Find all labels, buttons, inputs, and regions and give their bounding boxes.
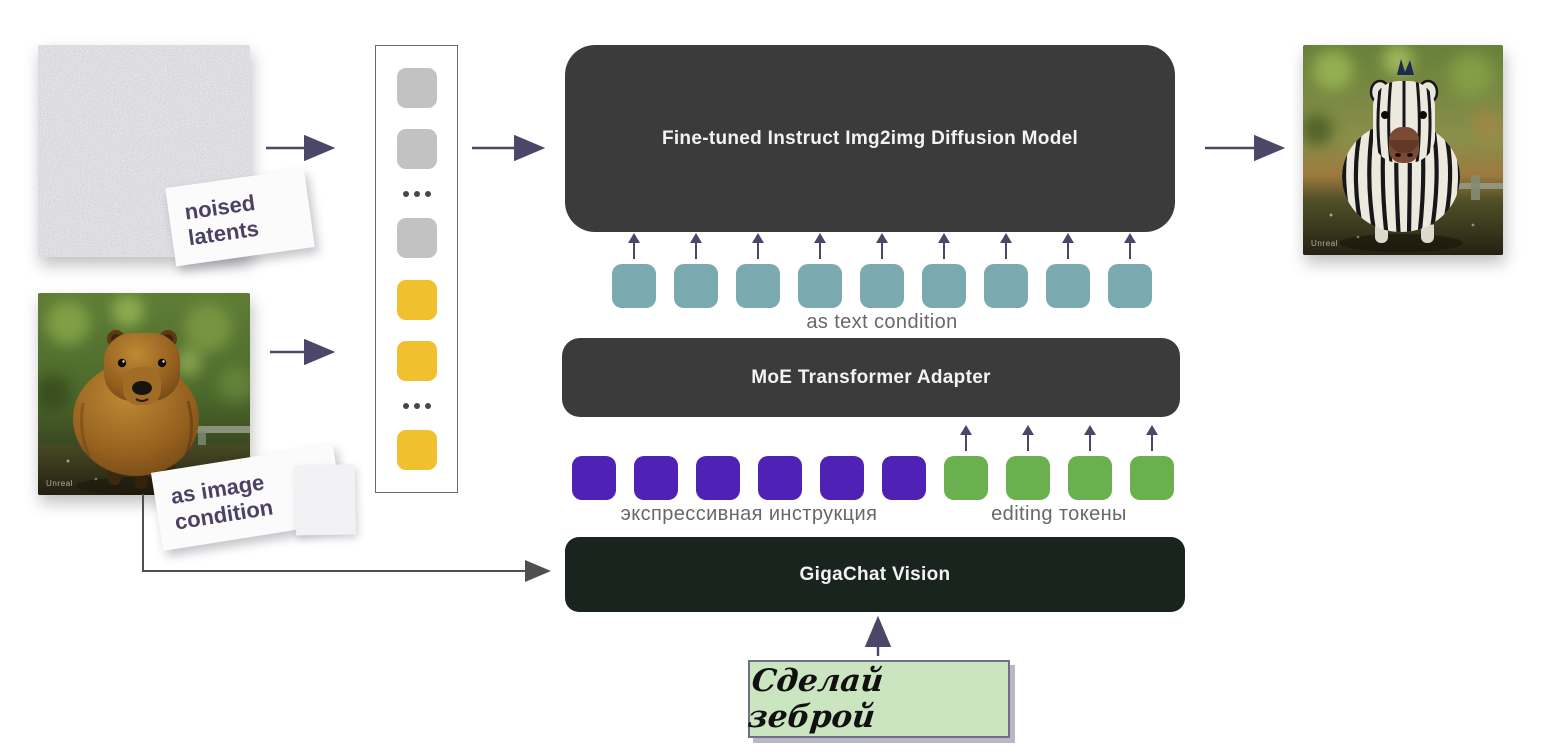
diffusion-model-box: Fine-tuned Instruct Img2img Diffusion Mo… bbox=[565, 45, 1175, 232]
latent-token-gray bbox=[396, 129, 437, 170]
text-condition-token bbox=[922, 233, 966, 308]
latent-token-dots bbox=[413, 190, 420, 197]
zebra-illustration bbox=[1303, 45, 1503, 255]
text-condition-token bbox=[860, 233, 904, 308]
latent-token-yellow bbox=[396, 279, 437, 320]
text-condition-token bbox=[1108, 233, 1152, 308]
image-watermark: Unreal bbox=[1311, 239, 1339, 248]
latent-token-column bbox=[375, 45, 458, 493]
text-condition-token bbox=[984, 233, 1028, 308]
instruction-token bbox=[572, 456, 616, 500]
text-condition-label: as text condition bbox=[806, 311, 958, 333]
latent-token-dots bbox=[413, 402, 420, 409]
instruction-tokens-label: экспрессивная инструкция bbox=[620, 503, 878, 525]
capybara-image: Unreal bbox=[38, 293, 250, 495]
text-condition-token bbox=[674, 233, 718, 308]
moe-adapter-box: MoE Transformer Adapter bbox=[562, 338, 1180, 417]
gigachat-vision-box: GigaChat Vision bbox=[565, 537, 1185, 612]
editing-token bbox=[944, 425, 988, 500]
gigachat-vision-label: GigaChat Vision bbox=[799, 563, 951, 585]
text-condition-token-row bbox=[612, 233, 1152, 308]
instruction-token bbox=[820, 456, 864, 500]
instruction-token bbox=[758, 456, 802, 500]
text-condition-token bbox=[612, 233, 656, 308]
instruction-token bbox=[696, 456, 740, 500]
image-watermark: Unreal bbox=[46, 479, 74, 488]
editing-token-group bbox=[944, 425, 1174, 500]
editing-token bbox=[1130, 425, 1174, 500]
capybara-illustration bbox=[38, 293, 250, 495]
prompt-box: Сделай зеброй bbox=[746, 660, 1010, 738]
text-condition-token bbox=[1046, 233, 1090, 308]
editing-token bbox=[1006, 425, 1050, 500]
zebra-result-image: Unreal bbox=[1303, 45, 1503, 255]
text-condition-token bbox=[798, 233, 842, 308]
instruction-token bbox=[882, 456, 926, 500]
latent-token-gray bbox=[396, 67, 437, 108]
latent-token-gray bbox=[396, 218, 437, 259]
instruction-token bbox=[634, 456, 678, 500]
moe-adapter-label: MoE Transformer Adapter bbox=[751, 366, 991, 388]
latent-token-yellow bbox=[396, 430, 437, 471]
prompt-text: Сделай зеброй bbox=[746, 663, 886, 735]
editing-tokens-label: editing токены bbox=[991, 503, 1127, 525]
editing-token bbox=[1068, 425, 1112, 500]
diffusion-model-label: Fine-tuned Instruct Img2img Diffusion Mo… bbox=[661, 127, 1079, 149]
instruction-token-group bbox=[572, 456, 926, 500]
latent-token-yellow bbox=[396, 341, 437, 382]
text-condition-token bbox=[736, 233, 780, 308]
